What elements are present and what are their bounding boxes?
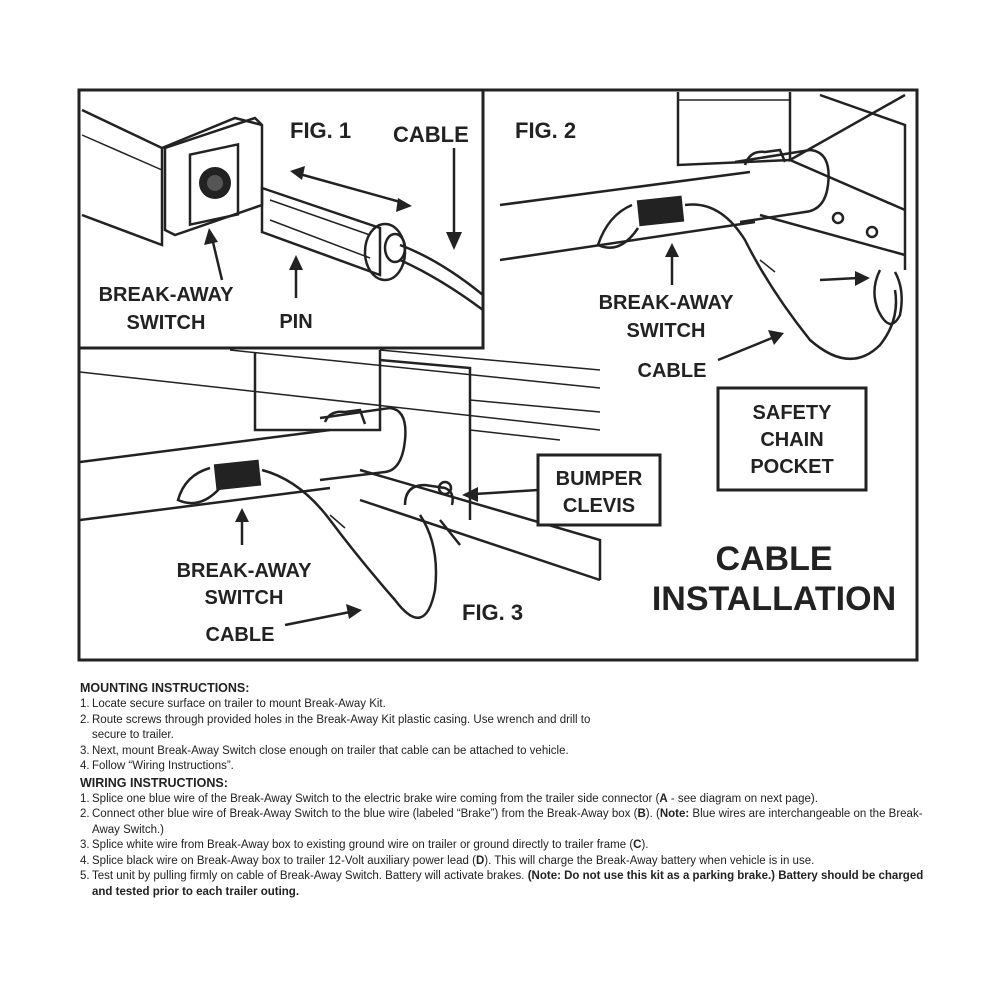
fig1-switch-label-line1: BREAK-AWAY (99, 284, 234, 306)
wiring-item: 2.Connect other blue wire of Break-Away … (80, 807, 940, 838)
item-text: Blue wires are interchangeable on the Br… (92, 808, 923, 836)
item-number: 3. (80, 744, 90, 757)
item-text: ). (641, 839, 649, 851)
item-number: 1. (80, 698, 90, 710)
mounting-item: 2.Route screws through provided holes in… (80, 713, 600, 744)
fig3-cable-label: CABLE (206, 624, 275, 646)
mounting-title: MOUNTING INSTRUCTIONS: (80, 681, 250, 695)
clevis-label-line1: BUMPER (556, 468, 643, 490)
fig3-illustration (79, 349, 602, 627)
heading-line2: INSTALLATION (652, 580, 896, 618)
item-text: Test unit by pulling firmly on cable of … (92, 870, 528, 882)
pocket-label-line3: POCKET (750, 456, 833, 478)
item-text: - see diagram on next page). (667, 792, 818, 805)
item-bold: (Note: Do not use this kit as a parking … (92, 870, 924, 898)
item-text: ). ( (645, 808, 660, 820)
item-number: 2. (80, 713, 90, 726)
cable-installation-diagram: FIG. 1 CABLE BREAK-AWAY SWITCH PIN FIG. … (77, 88, 919, 662)
item-text: Splice black wire on Break-Away box to t… (92, 854, 476, 867)
item-text: ). This will charge the Break-Away batte… (484, 854, 815, 867)
mounting-item: 4.Follow “Wiring Instructions”. (80, 759, 600, 775)
fig1-title: FIG. 1 (290, 118, 351, 143)
bumper-clevis-callout (536, 453, 662, 527)
item-text: Connect other blue wire of Break-Away Sw… (92, 808, 638, 820)
fig2-switch-label-line1: BREAK-AWAY (599, 292, 734, 314)
pocket-label-line2: CHAIN (760, 429, 823, 451)
fig2-switch-label-line2: SWITCH (627, 320, 706, 342)
clevis-label-line2: CLEVIS (563, 495, 635, 517)
fig1-pin-label: PIN (279, 311, 312, 333)
fig1-illustration (81, 108, 484, 312)
item-number: 4. (80, 854, 90, 867)
diagram-svg: FIG. 1 CABLE BREAK-AWAY SWITCH PIN FIG. … (77, 88, 919, 662)
fig1-panel (77, 88, 485, 350)
pocket-label-line1: SAFETY (753, 402, 833, 424)
item-number: 1. (80, 792, 90, 805)
mounting-item: 1.Locate secure surface on trailer to mo… (80, 697, 600, 713)
fig3-switch-label-line1: BREAK-AWAY (177, 560, 312, 582)
item-text: Splice one blue wire of the Break-Away S… (92, 792, 660, 805)
fig2-title: FIG. 2 (515, 118, 576, 143)
mounting-list: 1.Locate secure surface on trailer to mo… (80, 697, 600, 775)
item-bold: B (637, 808, 646, 820)
item-number: 3. (80, 839, 90, 851)
fig3-title: FIG. 3 (462, 600, 523, 625)
fig2-illustration (499, 92, 907, 362)
item-number: 4. (80, 760, 90, 772)
wiring-item: 5.Test unit by pulling firmly on cable o… (80, 869, 940, 900)
wiring-item: 1.Splice one blue wire of the Break-Away… (80, 792, 940, 808)
item-bold: C (633, 839, 642, 851)
wiring-title: WIRING INSTRUCTIONS: (80, 775, 228, 790)
item-text: Next, mount Break-Away Switch close enou… (92, 744, 569, 757)
fig3-switch-label-line2: SWITCH (205, 587, 284, 609)
item-bold: D (475, 854, 485, 867)
fig2-cable-label: CABLE (638, 360, 707, 382)
item-number: 2. (80, 808, 90, 820)
heading-line1: CABLE (715, 540, 832, 578)
instructions-text: MOUNTING INSTRUCTIONS: 1.Locate secure s… (80, 680, 940, 900)
wiring-list: 1.Splice one blue wire of the Break-Away… (80, 792, 940, 901)
wiring-item: 3.Splice white wire from Break-Away box … (80, 838, 940, 854)
wiring-item: 4.Splice black wire on Break-Away box to… (80, 854, 940, 870)
fig1-cable-label: CABLE (393, 122, 469, 147)
item-text: Route screws through provided holes in t… (92, 713, 591, 742)
safety-chain-pocket-callout (716, 386, 868, 492)
item-text: Follow “Wiring Instructions”. (92, 760, 234, 772)
item-number: 5. (80, 870, 90, 882)
item-bold: A (659, 792, 668, 805)
item-text: Splice white wire from Break-Away box to… (92, 839, 634, 851)
fig1-switch-label-line2: SWITCH (127, 312, 206, 334)
item-text: Locate secure surface on trailer to moun… (92, 698, 386, 710)
mounting-item: 3.Next, mount Break-Away Switch close en… (80, 744, 652, 760)
item-bold: Note: (659, 808, 690, 820)
